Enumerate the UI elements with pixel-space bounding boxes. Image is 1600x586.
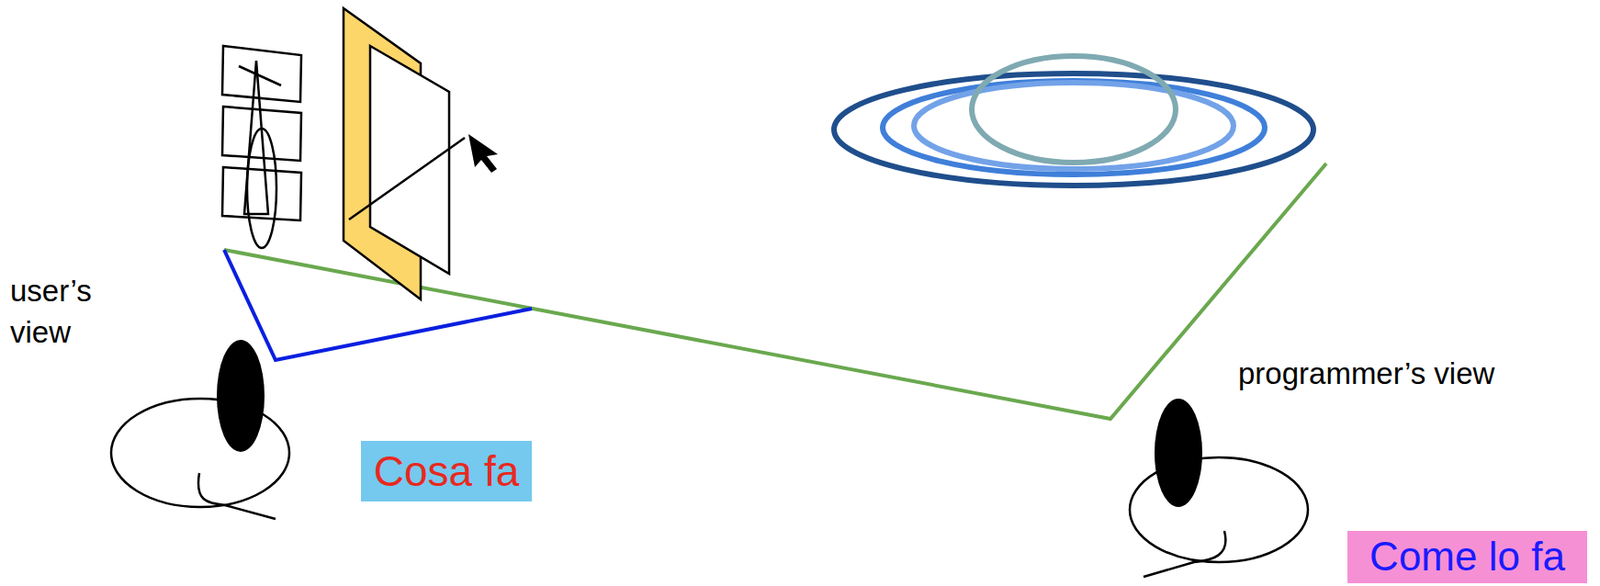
view-label: user’s view (10, 270, 135, 353)
box-text: Come lo fa (1369, 533, 1566, 581)
pointer-line (349, 137, 465, 220)
mouse-cursor (468, 134, 498, 173)
pointer-figure (238, 60, 282, 248)
layer-ellipse (971, 56, 1176, 163)
window-pane (370, 45, 450, 274)
layer-ellipse (913, 82, 1234, 170)
small-windows (222, 45, 302, 221)
view-label: programmer’s view (1238, 353, 1495, 395)
text-box: Come lo fa (1347, 530, 1588, 584)
layer-ellipse (833, 73, 1314, 186)
box-text: Cosa fa (373, 447, 520, 496)
programmer-figure (1129, 398, 1308, 577)
text-box: Cosa fa (360, 440, 532, 502)
user-figure (111, 339, 290, 519)
